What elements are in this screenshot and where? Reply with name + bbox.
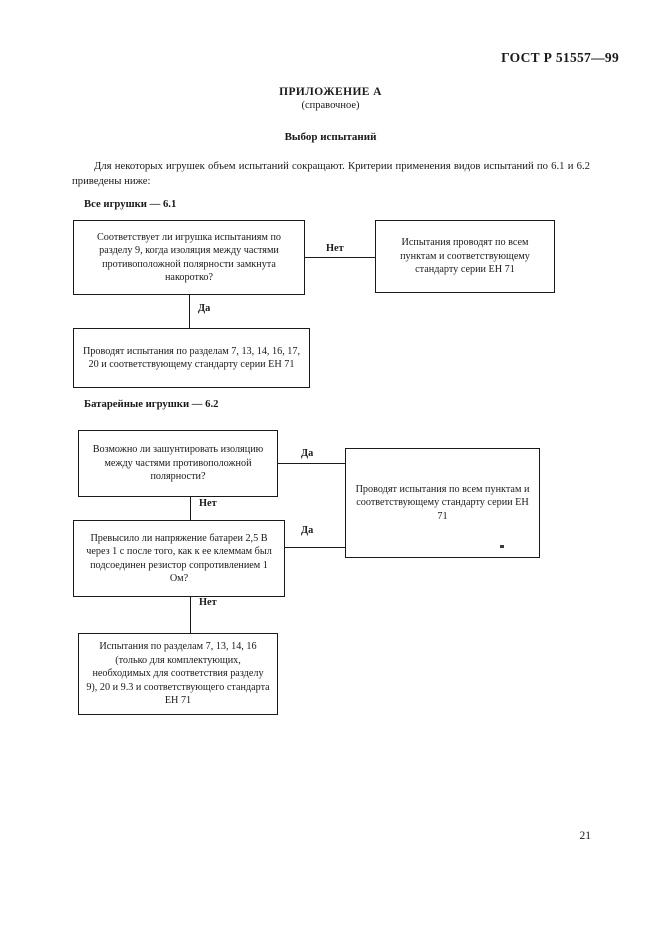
connector-6-2-no-2 [190, 597, 192, 633]
flow-outcome-box-6-1-no-text: Испытания проводят по всем пунктам и соо… [400, 237, 530, 276]
flow-decision-box-6-1-text: Соответствует ли игрушка испытаниям по р… [96, 231, 282, 283]
connector-6-2-no-1 [190, 497, 192, 520]
flow-decision-box-6-2-2: Превысило ли напряжение батареи 2,5 В че… [73, 520, 285, 597]
standard-number-header: ГОСТ Р 51557—99 [501, 50, 619, 65]
connector-6-2-yes-2 [285, 547, 345, 549]
connector-6-1-no [305, 257, 375, 259]
edge-label-6-1-no: Нет [324, 243, 346, 254]
flow-decision-box-6-2-1-text: Возможно ли зашунтировать изоляцию между… [92, 444, 264, 483]
connector-6-2-yes-1 [278, 463, 345, 465]
edge-label-6-2-no-2: Нет [197, 597, 219, 608]
flow-outcome-box-6-2-yes: Проводят испытания по всем пунктам и соо… [345, 448, 540, 558]
appendix-subtitle: (справочное) [301, 100, 360, 111]
subsection-heading-6-2: Батарейные игрушки — 6.2 [84, 398, 219, 410]
flow-outcome-box-6-2-no-text: Испытания по разделам 7, 13, 14, 16 (тол… [86, 641, 270, 707]
edge-label-6-2-yes-1: Да [299, 448, 316, 459]
flow-decision-box-6-2-2-text: Превысило ли напряжение батареи 2,5 В че… [86, 532, 272, 584]
page-title: Выбор испытаний [284, 131, 377, 143]
page-number: 21 [579, 830, 592, 842]
flow-outcome-box-6-1-yes-text: Проводят испытания по разделам 7, 13, 14… [82, 345, 301, 370]
subsection-heading-6-1: Все игрушки — 6.1 [84, 198, 177, 210]
flow-outcome-box-6-1-yes: Проводят испытания по разделам 7, 13, 14… [73, 328, 310, 388]
edge-label-6-1-yes: Да [196, 303, 213, 314]
flow-decision-box-6-1: Соответствует ли игрушка испытаниям по р… [73, 220, 305, 295]
scan-artifact-speck [500, 545, 504, 548]
flow-outcome-box-6-1-no: Испытания проводят по всем пунктам и соо… [375, 220, 555, 293]
flow-outcome-box-6-2-no: Испытания по разделам 7, 13, 14, 16 (тол… [78, 633, 278, 715]
intro-paragraph: Для некоторых игрушек объем испытаний со… [72, 160, 590, 187]
appendix-title: ПРИЛОЖЕНИЕ А [279, 86, 382, 98]
flow-decision-box-6-2-1: Возможно ли зашунтировать изоляцию между… [78, 430, 278, 497]
connector-6-1-yes [189, 295, 191, 328]
edge-label-6-2-no-1: Нет [197, 498, 219, 509]
edge-label-6-2-yes-2: Да [299, 525, 316, 536]
flow-outcome-box-6-2-yes-text: Проводят испытания по всем пунктам и соо… [355, 483, 530, 522]
